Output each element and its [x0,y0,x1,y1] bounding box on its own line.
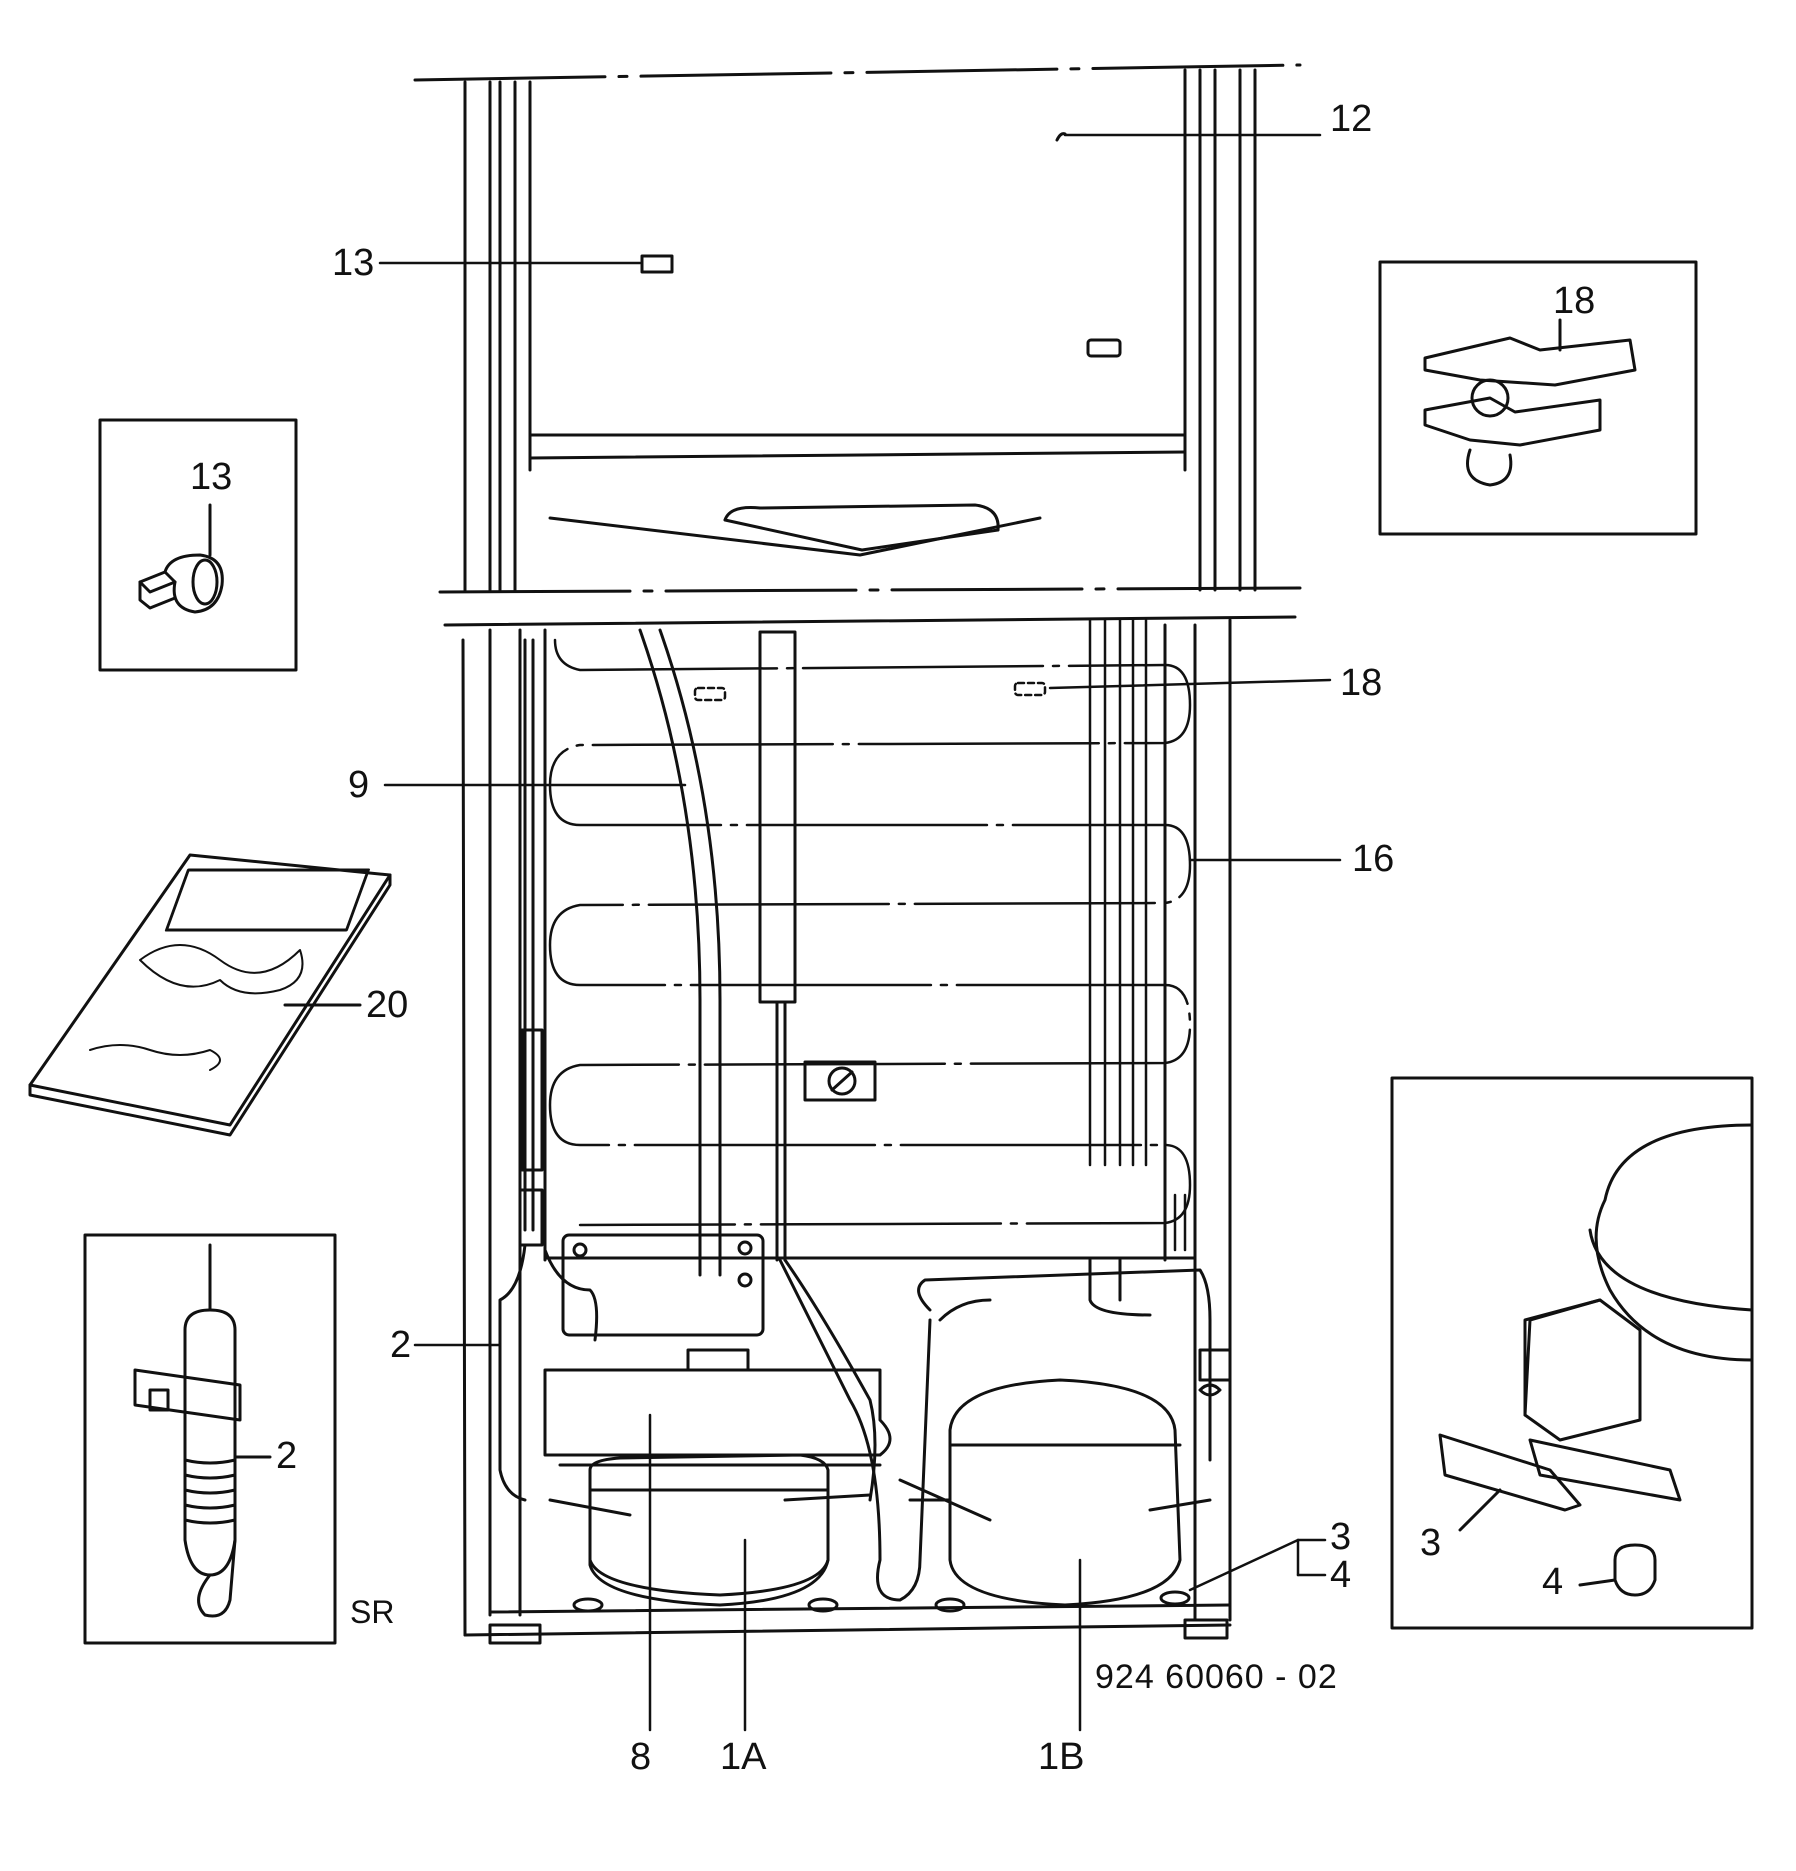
callout-13-detail: 13 [190,456,233,498]
callout-4-main: 4 [1330,1554,1352,1596]
condenser-coil [548,618,1192,1252]
drawing-code: 924 60060 - 02 [1095,1658,1338,1696]
callout-3-main: 3 [1330,1516,1352,1558]
leader-lines [378,133,1342,1732]
callout-13-main: 13 [332,242,375,284]
callout-8: 8 [630,1736,652,1778]
callout-2-main: 2 [390,1324,412,1366]
callout-3-detail: 3 [1420,1522,1442,1564]
piping [498,628,1212,1602]
callout-20: 20 [366,984,409,1026]
callout-sr: SR [350,1594,395,1630]
callout-9: 9 [348,764,370,806]
manual-booklet [28,853,392,1137]
detail-box-13 [98,418,298,672]
cabinet-upper [413,63,1302,627]
callout-18-main: 18 [1340,662,1383,704]
callout-1a: 1A [720,1736,767,1778]
callout-12: 12 [1330,98,1373,140]
foot-grommet [1159,1590,1191,1606]
detail-box-3-4 [1390,1076,1754,1630]
compressor-1a [543,1348,892,1607]
callout-2-detail: 2 [276,1435,298,1477]
callout-16: 16 [1352,838,1395,880]
detail-box-2 [83,1233,337,1645]
cabinet-lower [461,618,1232,1645]
callout-1b: 1B [1038,1736,1085,1778]
callout-18-detail: 18 [1553,280,1596,322]
part-13-on-cabinet [640,254,674,274]
detail-box-18 [1378,260,1698,536]
callout-4-detail: 4 [1542,1561,1564,1603]
compressor-1b [898,1348,1232,1607]
